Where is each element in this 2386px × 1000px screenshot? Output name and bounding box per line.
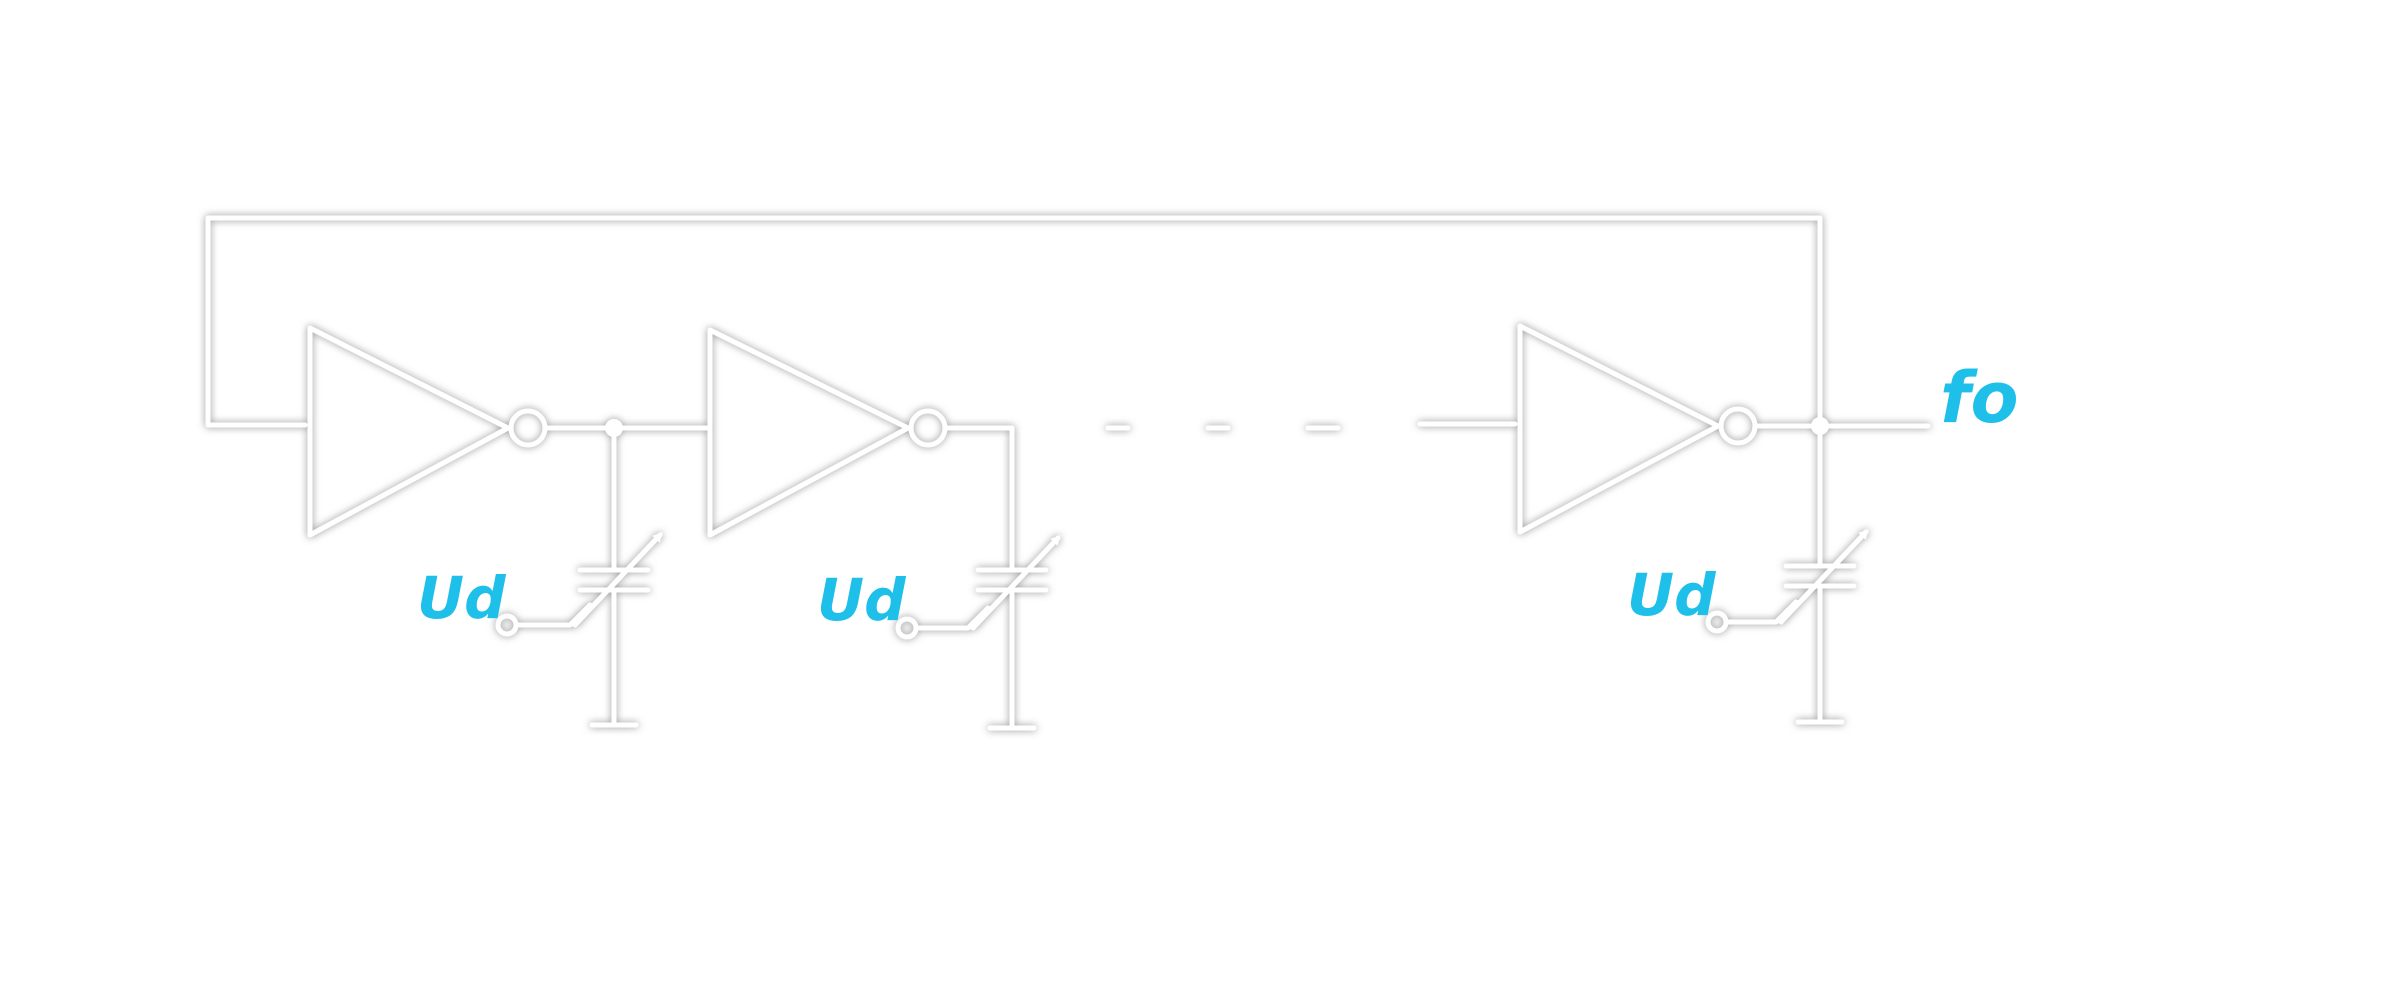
stage-n-cap-lead: [1783, 423, 1857, 725]
inverter-stage-1: [307, 325, 711, 728]
stage-2-control-label: Ud: [817, 566, 906, 634]
stage-2-cap-arrow: [970, 535, 1061, 631]
stage-1-control-label: Ud: [417, 564, 506, 632]
control-terminal: [895, 616, 919, 640]
inverter-bubble: [1718, 406, 1758, 446]
inverter-triangle: [1517, 323, 1721, 535]
inverter-bubble: [908, 408, 948, 448]
ellipsis-dashes: [1105, 421, 1518, 431]
feedback-wire: [205, 215, 1823, 428]
stage-2-output-wire: [942, 425, 1049, 731]
stage-n-control-wire: [1724, 599, 1799, 625]
stage-1-control-wire: [514, 602, 593, 628]
output-frequency-label: fo: [1940, 357, 2019, 439]
stage-2-control-wire: [914, 605, 991, 631]
stage-n-control-label: Ud: [1627, 561, 1716, 629]
control-terminal: [1705, 610, 1729, 634]
inverter-stage-n: [1517, 323, 1931, 725]
control-terminal: [495, 613, 519, 637]
inverter-stage-2: [707, 327, 1061, 731]
stage-1-cap-lead: [577, 425, 651, 728]
stage-n-cap-arrow: [1778, 529, 1869, 625]
stage-1-cap-arrow: [572, 532, 663, 628]
inverter-triangle: [707, 327, 911, 538]
inverter-bubble: [508, 408, 548, 448]
inverter-triangle: [307, 325, 511, 538]
